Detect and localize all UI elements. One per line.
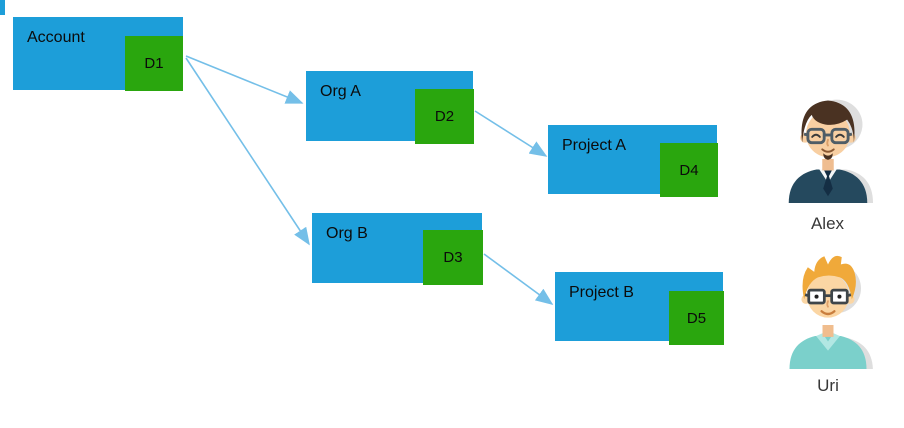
clipped-node-fragment <box>0 0 5 15</box>
edge-d3-project-b <box>483 253 554 305</box>
node-account-label: Account <box>27 29 85 46</box>
edge-d1-org-b <box>185 57 310 246</box>
alex-avatar-icon <box>788 99 873 203</box>
node-project-b-label: Project B <box>569 284 634 301</box>
badge-d5: D5 <box>669 291 724 345</box>
edge-d2-project-a <box>474 110 548 157</box>
badge-d3: D3 <box>423 230 483 285</box>
node-org-b-label: Org B <box>326 225 368 242</box>
user-alex: Alex <box>779 90 876 234</box>
uri-avatar-icon <box>789 255 873 369</box>
edge-d1-org-a <box>185 55 304 104</box>
badge-d2: D2 <box>415 89 474 144</box>
node-org-a-label: Org A <box>320 83 361 100</box>
badge-d4: D4 <box>660 143 718 197</box>
user-uri-name: Uri <box>817 376 839 395</box>
node-project-a-label: Project A <box>562 137 627 154</box>
user-uri: Uri <box>781 248 875 396</box>
badge-d1: D1 <box>125 36 183 91</box>
user-alex-name: Alex <box>810 214 845 233</box>
